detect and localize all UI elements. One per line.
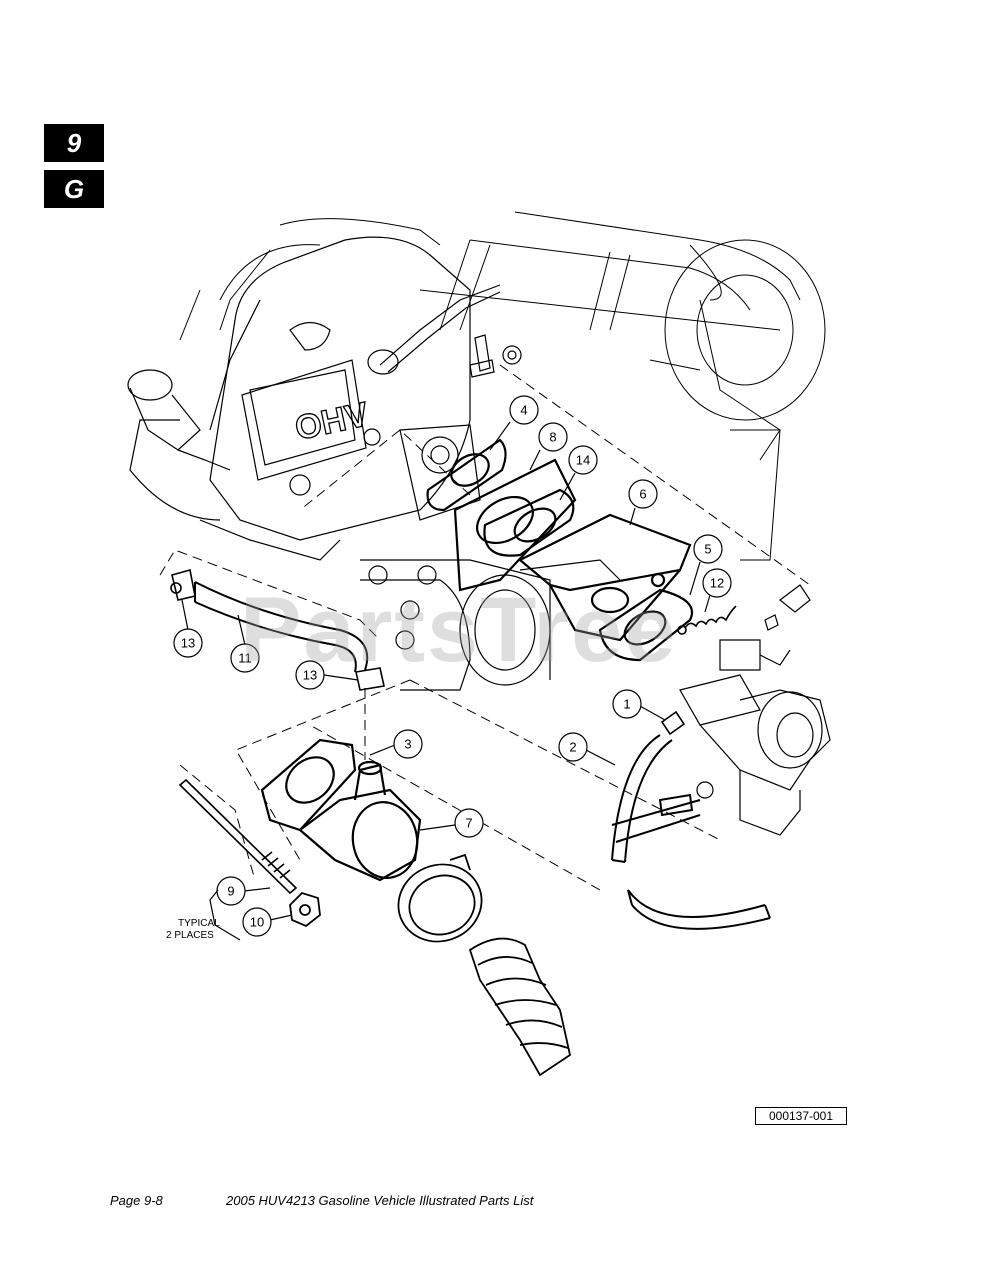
callout-13-lower: 13 [295, 660, 359, 690]
callout-4: 4 [489, 395, 539, 451]
svg-text:10: 10 [250, 915, 264, 930]
svg-text:5: 5 [704, 542, 711, 557]
svg-text:1: 1 [623, 697, 630, 712]
svg-text:7: 7 [465, 816, 472, 831]
callout-6: 6 [628, 479, 658, 526]
gasket-4 [426, 438, 507, 512]
callout-11: 11 [230, 614, 260, 673]
clamp-13-upper [170, 568, 196, 601]
footer-document-title: 2005 HUV4213 Gasoline Vehicle Illustrate… [226, 1193, 534, 1208]
svg-text:13: 13 [181, 636, 195, 651]
svg-text:8: 8 [549, 430, 556, 445]
clamp-1 [660, 710, 686, 736]
svg-text:6: 6 [639, 487, 646, 502]
callout-13-upper: 13 [173, 599, 203, 658]
bracket-6 [518, 513, 692, 642]
clamp-13-lower [355, 667, 385, 691]
section-number-tab: 9 [44, 124, 104, 162]
note-line-1: TYPICAL [178, 918, 220, 929]
callout-14: 14 [559, 445, 598, 501]
stud-9 [178, 778, 298, 895]
vent-hose [627, 889, 771, 930]
callout-8: 8 [529, 422, 568, 471]
fuel-line-2 [611, 734, 701, 863]
callout-7: 7 [419, 808, 484, 838]
gasket-5 [598, 588, 693, 662]
ohv-badge-text: OHV [292, 395, 372, 448]
typical-note: TYPICAL 2 PLACES [166, 889, 241, 941]
callout-2: 2 [558, 732, 616, 766]
svg-text:3: 3 [404, 737, 411, 752]
spring-12 [677, 605, 737, 635]
assembly-guide-lines [159, 364, 811, 891]
breather-tube [127, 369, 231, 471]
nut-10 [289, 891, 321, 928]
svg-text:4: 4 [520, 403, 527, 418]
svg-text:13: 13 [303, 668, 317, 683]
svg-text:12: 12 [710, 576, 724, 591]
air-intake-boot [397, 853, 572, 1077]
carburetor [679, 584, 831, 836]
svg-text:9: 9 [227, 884, 234, 899]
svg-text:14: 14 [576, 453, 590, 468]
footer-page-number: Page 9-8 [110, 1193, 163, 1208]
intake-flange-7 [298, 760, 422, 882]
callout-10: 10 [242, 907, 293, 937]
svg-text:11: 11 [238, 651, 252, 666]
spark-plug-wire [367, 284, 501, 375]
drawing-number: 000137-001 [755, 1107, 847, 1125]
callout-3: 3 [369, 729, 423, 759]
svg-text:2: 2 [569, 740, 576, 755]
note-line-2: 2 PLACES [166, 930, 214, 941]
gasket-14 [483, 488, 575, 557]
hose-11 [194, 581, 369, 673]
callout-12: 12 [702, 568, 732, 613]
callout-5: 5 [689, 534, 723, 596]
upper-bolt [469, 334, 522, 378]
callout-9: 9 [216, 876, 271, 906]
section-letter-tab: G [44, 170, 104, 208]
callout-1: 1 [612, 689, 666, 721]
engine-frame [179, 211, 826, 561]
gasket-3 [260, 738, 357, 832]
